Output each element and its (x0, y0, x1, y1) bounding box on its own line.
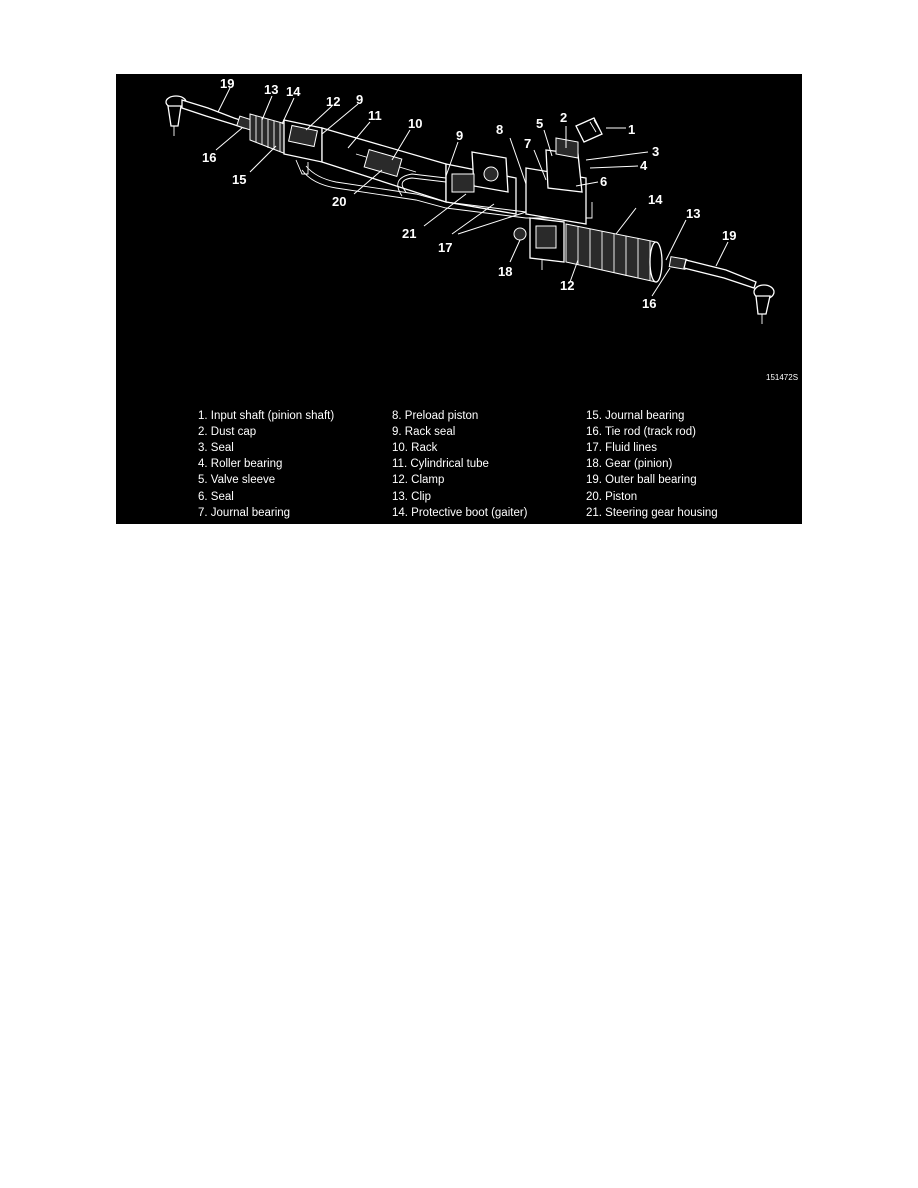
legend-item: 2. Dust cap (198, 426, 256, 438)
diagram-svg: 19 13 14 12 9 11 10 16 15 20 9 21 17 8 7… (165, 76, 798, 519)
callout-12-right: 12 (560, 278, 574, 293)
legend-item: 12. Clamp (392, 474, 444, 486)
fluid-lines (301, 165, 593, 219)
callout-18: 18 (498, 264, 512, 279)
left-housing-end (283, 119, 323, 175)
callout-11: 11 (368, 108, 382, 123)
legend-item: 20. Piston (586, 491, 637, 503)
legend-item: 13. Clip (392, 491, 431, 503)
legend-item: 21. Steering gear housing (586, 507, 718, 519)
callout-7: 7 (524, 136, 531, 151)
callout-10: 10 (408, 116, 422, 131)
callout-8: 8 (496, 122, 503, 137)
legend-item: 3. Seal (198, 442, 234, 454)
callout-14-right: 14 (648, 192, 663, 207)
figure-id: 151472S (766, 373, 798, 382)
legend-column-1: 1. Input shaft (pinion shaft) 2. Dust ca… (198, 410, 334, 519)
valve-pinion-assembly (525, 117, 603, 225)
parts-legend: 1. Input shaft (pinion shaft) 2. Dust ca… (198, 410, 718, 519)
legend-item: 10. Rack (392, 442, 438, 454)
legend-item: 6. Seal (198, 491, 234, 503)
callout-9-left: 9 (356, 92, 363, 107)
steering-gear-housing (445, 151, 517, 215)
callout-16-left: 16 (202, 150, 216, 165)
right-tie-rod (668, 256, 775, 324)
legend-item: 4. Roller bearing (198, 458, 282, 470)
callout-14-left: 14 (286, 84, 301, 99)
callout-13-left: 13 (264, 82, 278, 97)
callout-19-left: 19 (220, 76, 234, 91)
legend-item: 1. Input shaft (pinion shaft) (198, 410, 334, 422)
legend-item: 16. Tie rod (track rod) (586, 426, 696, 438)
steering-gear-diagram: 19 13 14 12 9 11 10 16 15 20 9 21 17 8 7… (116, 74, 802, 524)
callout-17: 17 (438, 240, 452, 255)
leader-lines (215, 87, 729, 297)
legend-item: 5. Valve sleeve (198, 474, 275, 486)
legend-item: 18. Gear (pinion) (586, 458, 672, 470)
legend-item: 9. Rack seal (392, 426, 455, 438)
left-tie-rod (165, 95, 254, 136)
left-protective-boot (249, 113, 287, 155)
legend-item: 11. Cylindrical tube (392, 458, 489, 470)
legend-item: 19. Outer ball bearing (586, 474, 697, 486)
callout-21: 21 (402, 226, 416, 241)
legend-item: 7. Journal bearing (198, 507, 290, 519)
callout-12-left: 12 (326, 94, 340, 109)
callout-20: 20 (332, 194, 346, 209)
legend-item: 14. Protective boot (gaiter) (392, 507, 528, 519)
callout-19-right: 19 (722, 228, 736, 243)
pinion-housing (513, 217, 565, 270)
callout-5: 5 (536, 116, 543, 131)
callout-15: 15 (232, 172, 246, 187)
steering-rack-illustration (165, 95, 775, 324)
legend-item: 15. Journal bearing (586, 410, 684, 422)
callout-1: 1 (628, 122, 635, 137)
callout-labels: 19 13 14 12 9 11 10 16 15 20 9 21 17 8 7… (202, 76, 736, 311)
callout-2: 2 (560, 110, 567, 125)
cylindrical-tube (321, 127, 447, 203)
legend-column-2: 8. Preload piston 9. Rack seal 10. Rack … (392, 410, 528, 519)
callout-3: 3 (652, 144, 659, 159)
legend-item: 8. Preload piston (392, 410, 478, 422)
legend-column-3: 15. Journal bearing 16. Tie rod (track r… (586, 410, 718, 519)
callout-9-right: 9 (456, 128, 463, 143)
callout-4: 4 (640, 158, 648, 173)
callout-13-right: 13 (686, 206, 700, 221)
right-protective-boot (565, 223, 663, 283)
callout-6: 6 (600, 174, 607, 189)
callout-16-right: 16 (642, 296, 656, 311)
legend-item: 17. Fluid lines (586, 442, 657, 454)
